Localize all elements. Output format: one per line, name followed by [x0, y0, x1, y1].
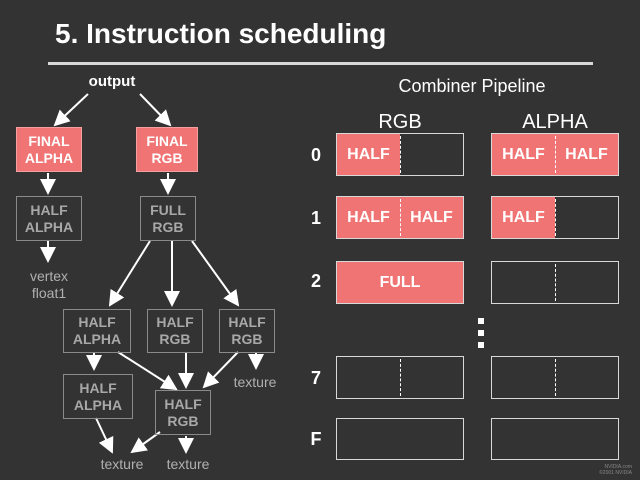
stage-7-rgb-left: [337, 357, 400, 398]
node-half-rgb-3: HALF RGB: [155, 390, 211, 435]
stage-1-rgb-right: HALF: [400, 197, 463, 238]
row-label-7: 7: [310, 368, 321, 388]
vertex-float-label: vertex float1: [29, 268, 69, 301]
stage-final-alpha: [491, 418, 619, 460]
stage-0-rgb: HALF: [336, 133, 464, 176]
node-half-alpha-3: HALF ALPHA: [63, 374, 133, 419]
stage-divider: [555, 359, 556, 396]
node-final-rgb-label: FINAL RGB: [146, 132, 188, 166]
node-final-alpha: FINAL ALPHA: [16, 127, 82, 172]
arrow-half-rgb-right-half-rgb: [202, 351, 239, 389]
footer-watermark: NVIDIA.com ©2001 NVIDIA: [599, 464, 632, 476]
stage-1-rgb-left: HALF: [337, 197, 400, 238]
node-half-alpha-1-label: HALF ALPHA: [24, 201, 74, 235]
stage-final-rgb: [336, 418, 464, 460]
node-full-rgb-label: FULL RGB: [150, 201, 186, 235]
column-header-alpha: ALPHA: [522, 111, 588, 133]
row-label-final: F: [310, 429, 322, 449]
arrow-half-alpha-texture: [95, 417, 114, 454]
row-label-2: 2: [310, 271, 321, 291]
pipeline-title: Combiner Pipeline: [398, 76, 546, 96]
node-half-rgb-3-label: HALF RGB: [164, 395, 202, 429]
texture-label-right: texture: [233, 374, 277, 390]
stage-divider: [555, 199, 556, 236]
stage-2-rgb: FULL: [336, 261, 464, 304]
stage-0-alpha: HALF HALF: [491, 133, 619, 176]
node-half-rgb-2: HALF RGB: [219, 309, 275, 353]
node-final-alpha-label: FINAL ALPHA: [24, 132, 74, 166]
ellipsis-dot: [478, 342, 484, 348]
node-half-alpha-3-label: HALF ALPHA: [73, 379, 123, 413]
node-final-rgb: FINAL RGB: [136, 127, 198, 172]
node-full-rgb: FULL RGB: [140, 196, 196, 241]
texture-label-bottom-left: texture: [100, 456, 144, 472]
stage-7-rgb: [336, 356, 464, 399]
arrow-full-rgb-half-alpha: [108, 240, 151, 307]
stage-1-alpha: HALF: [491, 196, 619, 239]
title-divider: [48, 62, 593, 65]
node-half-alpha-1: HALF ALPHA: [16, 196, 82, 241]
stage-7-alpha: [491, 356, 619, 399]
arrow-half-rgb-texture-left: [130, 431, 161, 454]
stage-2-alpha-left: [492, 262, 555, 303]
stage-7-rgb-right: [400, 357, 463, 398]
row-label-1: 1: [310, 208, 321, 228]
stage-1-alpha-left: HALF: [492, 197, 555, 238]
stage-0-rgb-left: HALF: [337, 134, 400, 175]
node-half-alpha-2: HALF ALPHA: [63, 309, 131, 353]
node-half-rgb-1-label: HALF RGB: [156, 314, 194, 347]
stage-divider: [400, 359, 401, 396]
arrow-output-final-rgb: [139, 93, 172, 127]
stage-7-alpha-left: [492, 357, 555, 398]
stage-2-alpha-right: [555, 262, 618, 303]
arrow-full-rgb-half-rgb-right: [191, 240, 240, 307]
stage-2-rgb-full: FULL: [337, 262, 463, 303]
stage-1-rgb: HALF HALF: [336, 196, 464, 239]
row-label-0: 0: [310, 145, 321, 165]
stage-1-alpha-right: [555, 197, 618, 238]
output-label: output: [88, 73, 136, 90]
stage-divider: [400, 136, 401, 173]
ellipsis-dot: [478, 318, 484, 324]
stage-0-alpha-right: HALF: [555, 134, 618, 175]
stage-0-rgb-right: [400, 134, 463, 175]
stage-7-alpha-right: [555, 357, 618, 398]
page-title: 5. Instruction scheduling: [55, 18, 387, 49]
node-half-rgb-1: HALF RGB: [147, 309, 203, 353]
arrow-output-final-alpha: [53, 93, 89, 127]
arrow-half-alpha-half-rgb: [117, 351, 178, 391]
stage-divider: [400, 199, 401, 236]
ellipsis-dot: [478, 330, 484, 336]
texture-label-bottom-right: texture: [166, 456, 210, 472]
stage-2-alpha: [491, 261, 619, 304]
stage-divider: [555, 136, 556, 173]
node-half-alpha-2-label: HALF ALPHA: [72, 314, 122, 347]
column-header-rgb: RGB: [378, 111, 422, 133]
stage-divider: [555, 264, 556, 301]
node-half-rgb-2-label: HALF RGB: [228, 314, 266, 347]
stage-0-alpha-left: HALF: [492, 134, 555, 175]
